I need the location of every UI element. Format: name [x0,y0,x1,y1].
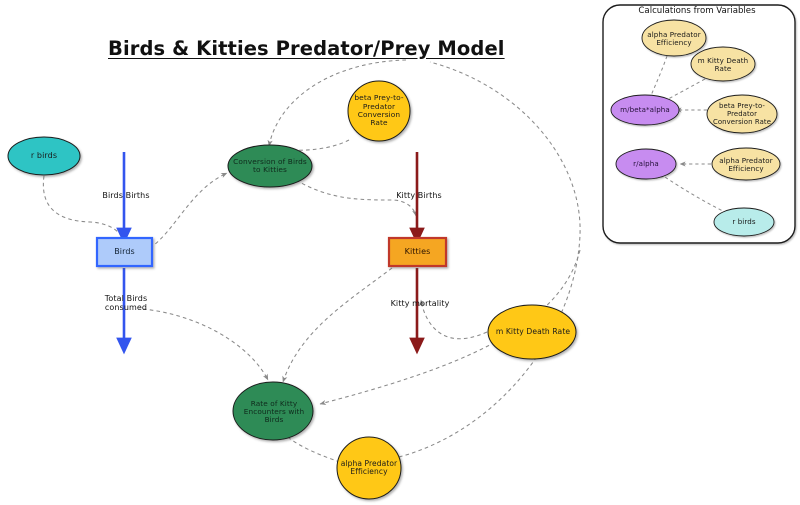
panel-node-shape-r-alpha[interactable] [615,148,677,180]
panel-node-shape-beta-conversion[interactable] [706,94,778,134]
node-shape-birds-stock[interactable] [95,236,154,268]
node-shape-r-birds[interactable] [7,136,81,176]
panel-node-shape-m-kitty-death[interactable] [690,46,756,82]
node-shape-beta-conversion[interactable] [347,80,411,142]
panel-node-shape-m-beta-alpha[interactable] [610,94,680,126]
connector-totalbirds-to-rate [142,308,269,381]
connector-kitties-to-rate [282,267,393,383]
node-shape-rate-kitty-encounters[interactable] [232,381,314,441]
node-shape-kitties-stock[interactable] [387,236,448,268]
panel-node-shape-alpha-top[interactable] [641,19,707,57]
node-shape-alpha-predator-efficiency[interactable] [336,436,402,500]
connector-rbirds-to-birdsbirths [42,175,127,246]
connector-mdeath-to-kittymortality [419,299,488,340]
connector-arc-to-conversion [267,59,407,147]
calculations-panel-caption: Calculations from Variables [638,6,756,16]
panel-connector-rbirds-to-ralpha [658,172,728,214]
connector-birds-to-conversion [149,172,228,249]
panel-node-shape-alpha-bottom[interactable] [711,147,781,181]
node-shape-conversion-birds-kitties[interactable] [227,144,313,188]
panel-node-shape-r-birds[interactable] [713,207,775,237]
connector-beta-to-conversion [276,139,350,153]
page-title: Birds & Kitties Predator/Prey Model [108,37,505,60]
node-shape-m-kitty-death-rate[interactable] [487,304,577,360]
connector-conversion-to-kittybirths [295,179,418,217]
